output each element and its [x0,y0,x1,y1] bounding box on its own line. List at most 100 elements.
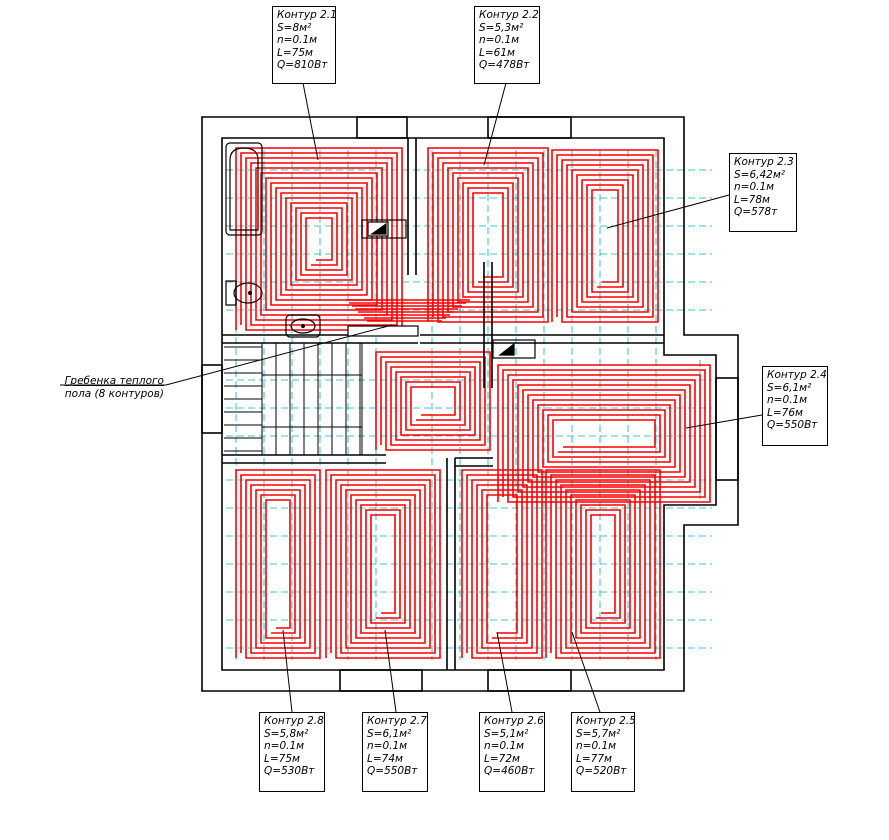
pipe-loop-2-8 [235,469,321,659]
manifold-label: Гребенка теплого пола (8 контуров) [50,375,164,401]
heating-pipes [235,147,711,659]
loop-power: Q=578т [734,206,778,218]
loop-area: S=5,7м² [576,727,621,740]
loop-step: n=0.1м [734,181,775,193]
vent-duct-2-fill [498,342,515,356]
loop-length: L=74м [367,752,403,765]
construction-grid [226,150,712,660]
leader-2-5 [571,631,601,713]
toilet-dot [247,290,253,296]
pipe-loop-2-5 [545,469,661,659]
stair-landing [261,374,363,428]
sink-bowl [290,318,316,334]
pipe-loop-2-2 [427,147,549,323]
bathtub-inner [229,147,259,231]
loop-label-2-4: Контур 2.4 S=6,1м² n=0.1м L=76м Q=550Вт [762,366,828,446]
loop-length: L=61м [479,46,515,59]
loop-title: Контур 2.1 [277,9,337,21]
partition-corridor [420,334,664,344]
loop-power: Q=478Вт [479,59,530,71]
pipe-loop-2-3 [551,149,659,323]
loop-title: Контур 2.8 [264,715,324,727]
partition-center-bottom [446,458,456,670]
leader-2-3 [606,194,730,229]
leader-2-6 [496,631,513,713]
pipe-loop-2-8-return [240,474,316,654]
loop-step: n=0.1м [479,34,520,46]
loop-label-2-6: Контур 2.6 S=5,1м² n=0.1м L=72м Q=460Вт [479,712,545,792]
pipe-loop-2-1-return [240,152,398,326]
pipe-loop-2-7-return [330,474,436,654]
toilet-tank [225,280,237,306]
pipe-loop-corridor-return [380,356,486,446]
pipe-loop-2-6 [461,469,543,659]
vent-duct-1-fill [370,222,387,235]
loop-title: Контур 2.2 [479,9,539,21]
loop-title: Контур 2.4 [767,369,827,381]
loop-step: n=0.1м [277,34,318,46]
loop-power: Q=530Вт [264,765,315,777]
loop-step: n=0.1м [484,740,525,752]
loop-area: S=6,1м² [767,381,812,394]
leader-2-4 [685,414,763,429]
loop-step: n=0.1м [576,740,617,752]
loop-length: L=76м [767,406,803,419]
loop-label-2-5: Контур 2.5 S=5,7м² n=0.1м L=77м Q=520Вт [571,712,636,792]
loop-length: L=72м [484,752,520,765]
loop-label-2-3: Контур 2.3 S=6,42м² n=0.1м L=78м Q=578т [729,153,797,232]
loop-power: Q=550Вт [367,765,418,777]
sink [285,314,321,338]
pipe-loop-2-5-return [550,474,656,654]
loop-area: S=6,1м² [367,727,412,740]
vent-duct-1 [361,219,407,239]
loop-length: L=75м [264,752,300,765]
toilet-bowl [233,282,263,304]
bathroom-fixtures [225,142,536,359]
sink-dot [300,323,306,329]
manifold-box [347,325,419,337]
pipe-loop-2-4-return [502,369,706,498]
window-bottom-left [339,669,423,692]
loop-title: Контур 2.3 [734,156,794,168]
loop-title: Контур 2.6 [484,715,544,727]
loop-area: S=6,42м² [734,168,785,181]
pipe-loop-2-6-return [466,474,538,654]
manifold-label-line2: пола (8 контуров) [64,388,164,400]
loop-label-2-1: Контур 2.1 S=8м² n=0.1м L=75м Q=810Вт [272,6,337,84]
window-left [201,364,223,434]
partition-stairs-bottom [222,454,386,464]
pipe-loop-2-4 [497,364,711,503]
partition-left-corridor [483,262,493,388]
leader-manifold [165,324,393,386]
loop-step: n=0.1м [367,740,408,752]
pipe-loop-corridor [375,351,491,451]
loop-label-2-7: Контур 2.7 S=6,1м² n=0.1м L=74м Q=550Вт [362,712,428,792]
loop-label-2-8: Контур 2.8 S=5,8м² n=0.1м L=75м Q=530Вт [259,712,325,792]
pipe-loop-2-3-return [556,154,654,318]
window-right [715,377,739,481]
leader-lines [60,82,763,713]
leader-2-8 [282,629,293,713]
walls [201,116,739,692]
loop-step: n=0.1м [264,740,305,752]
loop-power: Q=520Вт [576,765,627,777]
loop-area: S=5,1м² [484,727,529,740]
loop-area: S=5,8м² [264,727,309,740]
pipe-loop-2-1 [235,147,403,331]
bathtub [225,142,263,236]
loop-step: n=0.1м [767,394,808,406]
window-top-right [487,116,572,139]
loop-power: Q=810Вт [277,59,328,71]
loop-title: Контур 2.5 [576,715,636,727]
pipe-loop-2-2-return [432,152,544,318]
loop-length: L=77м [576,752,612,765]
partition-bath-bedroom [407,138,417,275]
pipe-loop-2-7 [325,469,441,659]
leader-2-2 [483,82,507,166]
loop-power: Q=460Вт [484,765,535,777]
manifold-label-line1: Гребенка теплого [64,375,164,387]
loop-label-2-2: Контур 2.2 S=5,3м² n=0.1м L=61м Q=478Вт [474,6,540,84]
leader-2-1 [302,82,319,161]
vent-duct-2 [492,339,536,359]
